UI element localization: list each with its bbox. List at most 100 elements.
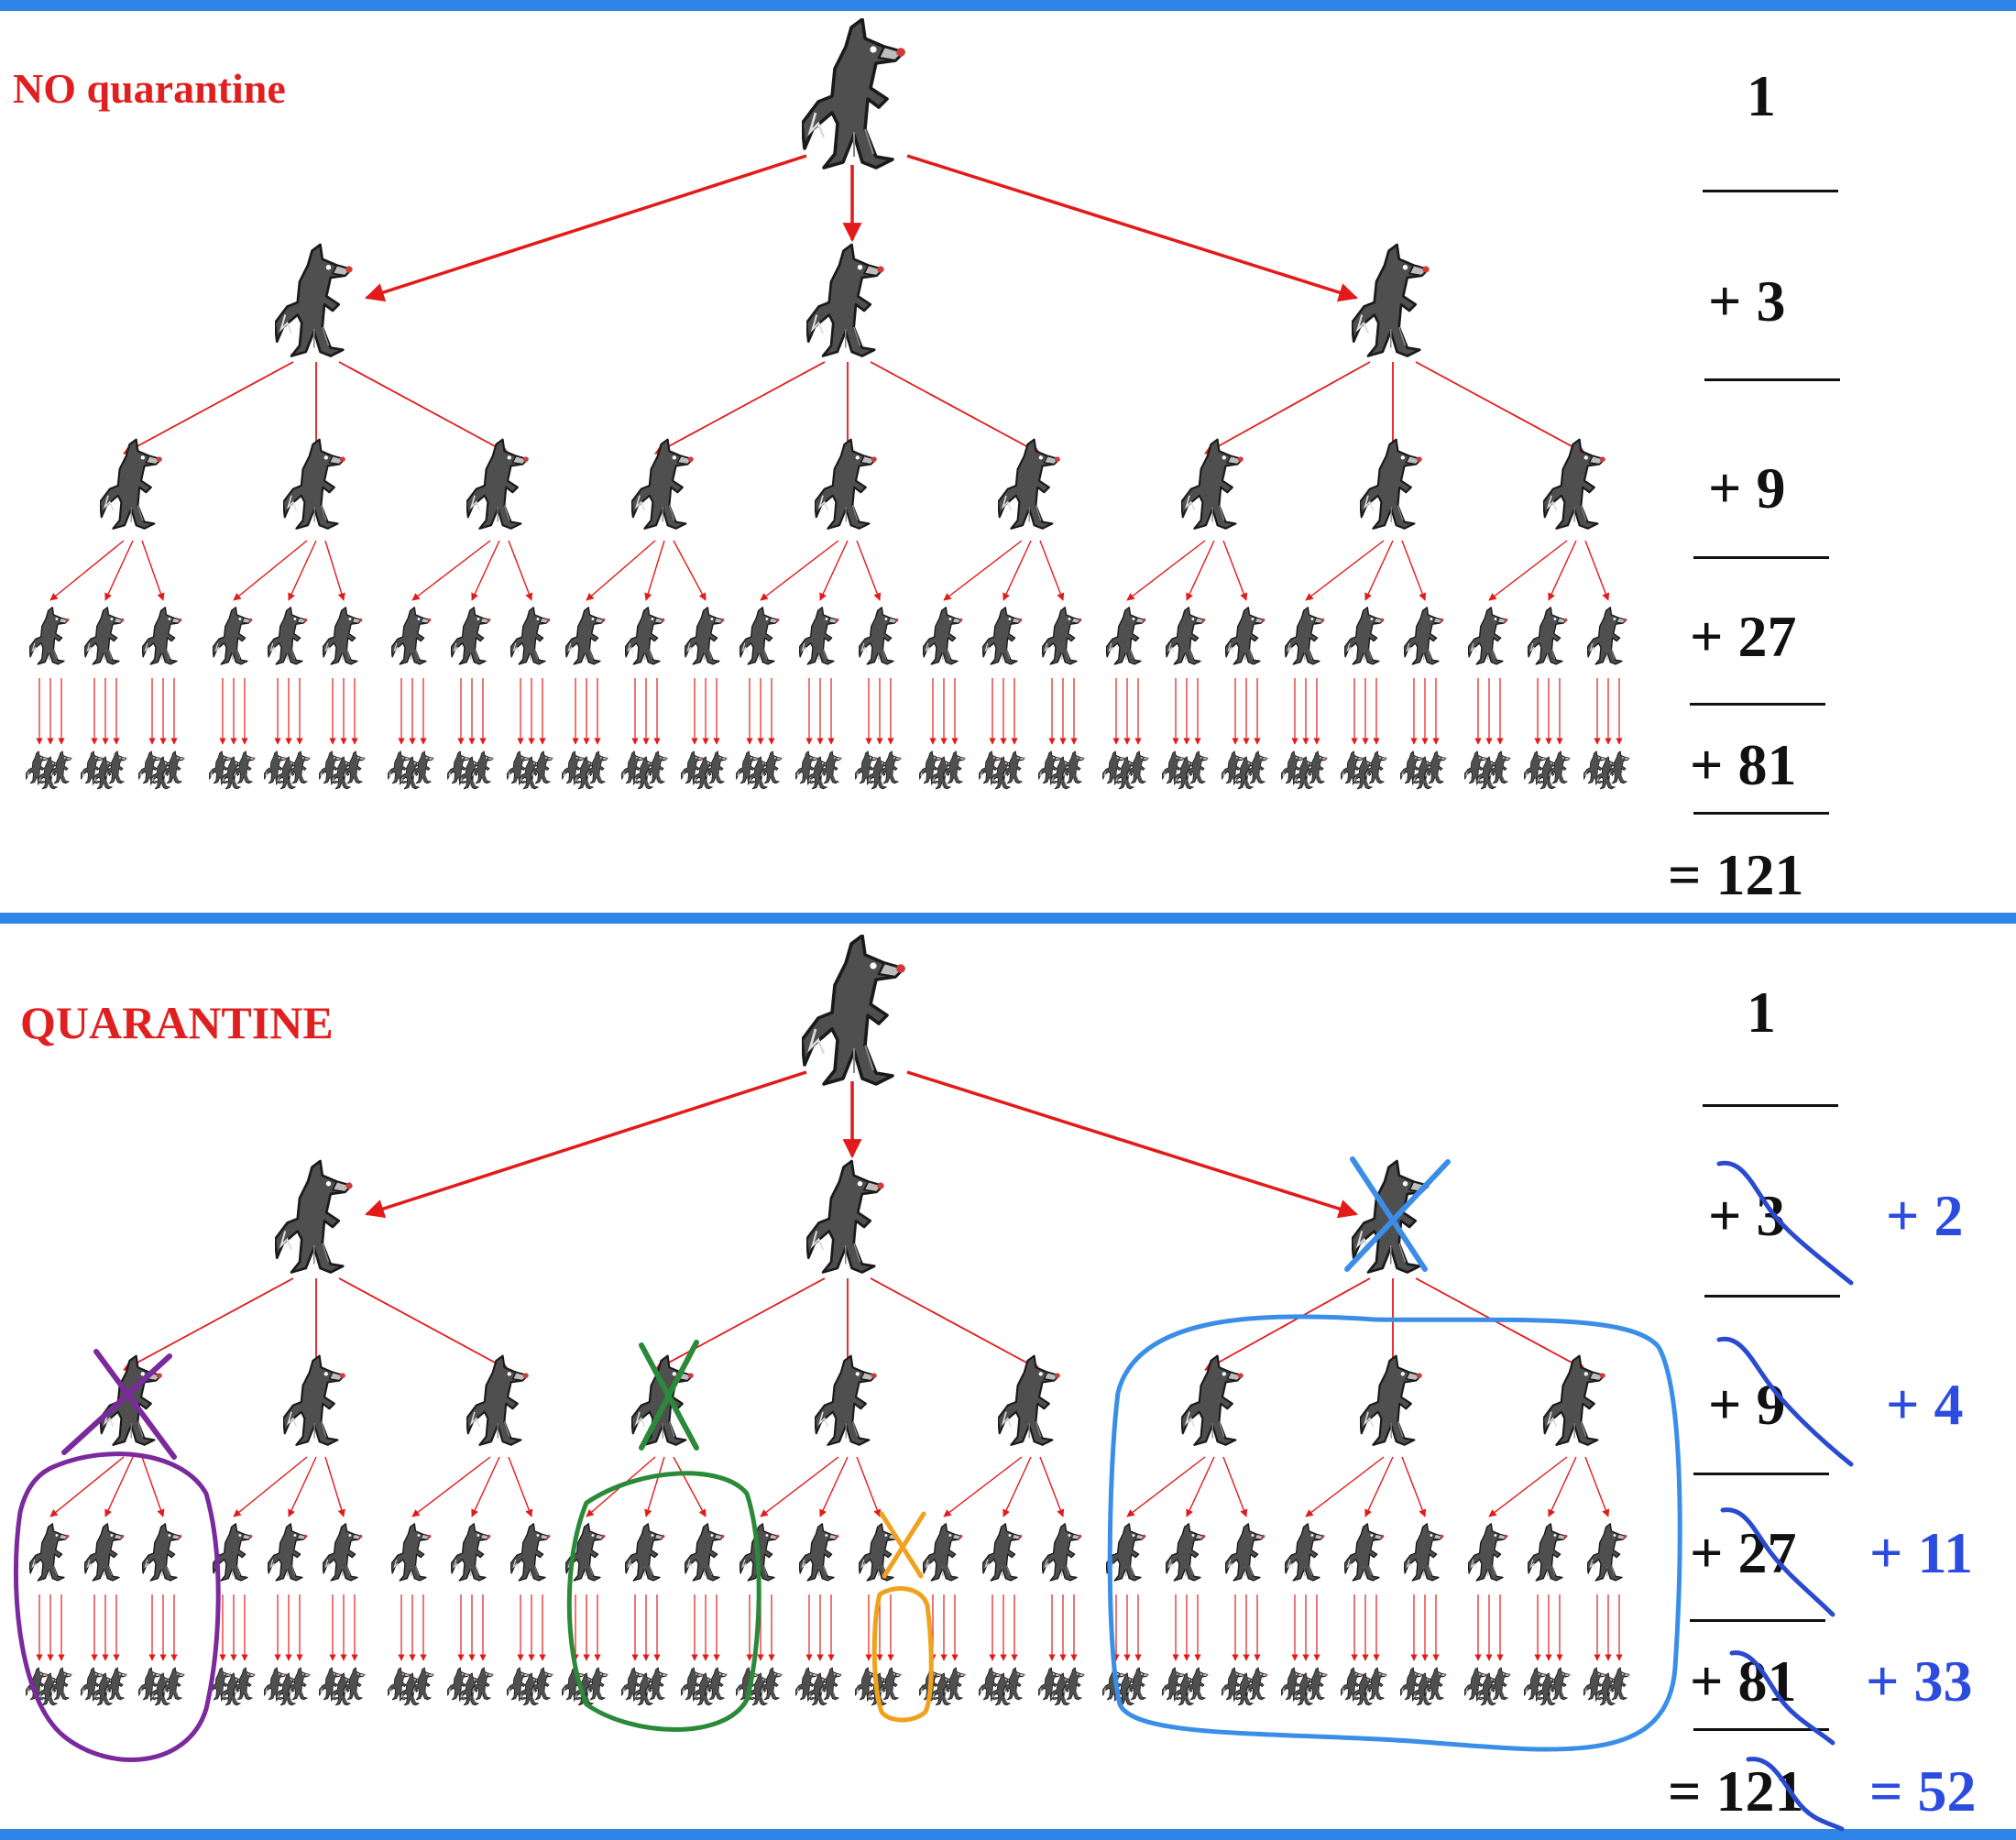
bottom-arrow-l2-3-1 <box>644 1456 665 1517</box>
top-wolf-l3-17 <box>1042 606 1083 665</box>
top-sum-level-5: + 81 <box>1690 732 1797 797</box>
bottom-wolf-l3-19 <box>1166 1522 1207 1582</box>
top-wolf-l3-11 <box>685 606 726 665</box>
top-rule-4 <box>1690 703 1825 706</box>
bottom-arrow-l2-1-2 <box>324 1456 345 1517</box>
top-wolf-l3-20 <box>1225 606 1266 665</box>
top-arrow-l1-2-0 <box>1204 361 1371 455</box>
top-arrow-l2-0-1 <box>104 540 134 601</box>
top-wolf-l2-2 <box>466 438 530 530</box>
bottom-rule-4 <box>1690 1619 1825 1622</box>
bottom-wolf-l3-13 <box>799 1522 840 1582</box>
bottom-wolf-l2-2 <box>466 1354 530 1446</box>
bottom-arrow-l2-3-2 <box>673 1456 707 1517</box>
orange-quarantine-loop <box>871 1586 934 1723</box>
top-arrow-l2-6-2 <box>1222 540 1248 601</box>
bottom-wolf-l1-0 <box>275 1159 355 1274</box>
bottom-wolf-l2-1 <box>283 1354 346 1446</box>
bottom-wolf-l3-24 <box>1468 1522 1509 1582</box>
bottom-arrow-root-3 <box>906 1070 1359 1219</box>
top-arrow-l2-4-2 <box>856 540 882 601</box>
top-arrow-l2-7-0 <box>1305 540 1385 601</box>
top-wolf-root <box>802 18 907 170</box>
bottom-wolf-l2-7 <box>1360 1354 1423 1446</box>
top-wolf-l3-14 <box>859 606 900 665</box>
bottom-wolf-l3-0 <box>29 1522 71 1582</box>
bottom-sum-level-4: + 27 <box>1690 1520 1797 1585</box>
bottom-sum-level-3: + 9 <box>1708 1372 1786 1437</box>
bottom-arrow-l2-2-1 <box>471 1456 500 1517</box>
bottom-border <box>0 1829 2016 1840</box>
bottom-rule-2 <box>1704 1295 1840 1298</box>
top-arrow-l2-7-2 <box>1401 540 1427 601</box>
bottom-wolf-l3-5 <box>323 1522 364 1582</box>
top-arrow-l1-1-0 <box>654 361 826 455</box>
top-arrow-l1-1-2 <box>870 361 1041 455</box>
top-wolf-l3-2 <box>142 606 183 665</box>
top-arrow-l2-1-0 <box>233 540 308 601</box>
top-arrow-l2-6-1 <box>1186 540 1215 601</box>
top-wolf-l3-8 <box>510 606 552 665</box>
top-wolf-l1-2 <box>1352 243 1431 357</box>
bottom-arrow-l2-4-2 <box>856 1456 882 1517</box>
top-rule-3 <box>1693 556 1829 559</box>
top-arrow-l2-4-1 <box>819 540 849 601</box>
top-wolf-l3-18 <box>1106 606 1147 665</box>
top-border <box>0 0 2016 11</box>
bottom-rule-3 <box>1693 1473 1829 1475</box>
bottom-sum-level-1: 1 <box>1747 980 1776 1045</box>
top-arrow-l2-3-1 <box>644 540 665 601</box>
revised-sum-level-3: + 4 <box>1886 1372 1964 1437</box>
bottom-wolf-l3-17 <box>1042 1522 1083 1582</box>
bottom-wolf-l3-4 <box>268 1522 309 1582</box>
bottom-wolf-l2-6 <box>1181 1354 1244 1446</box>
top-wolf-l3-15 <box>923 606 964 665</box>
top-wolf-l1-0 <box>275 243 355 357</box>
bottom-arrow-l2-2-2 <box>508 1456 533 1517</box>
top-arrow-l2-5-1 <box>1003 540 1032 601</box>
bottom-wolf-l3-21 <box>1285 1522 1326 1582</box>
top-wolf-l3-24 <box>1468 606 1509 665</box>
bottom-wolf-l3-8 <box>510 1522 552 1582</box>
top-arrow-l1-0-0 <box>123 361 294 455</box>
top-wolf-l3-25 <box>1528 606 1569 665</box>
bottom-arrow-l2-7-1 <box>1364 1456 1394 1517</box>
top-arrow-l2-8-0 <box>1488 540 1568 601</box>
bottom-arrow-l2-1-0 <box>233 1456 308 1517</box>
bottom-arrow-l2-2-0 <box>411 1456 491 1517</box>
bottom-wolf-l2-8 <box>1543 1354 1606 1446</box>
bottom-arrow-l2-0-1 <box>104 1456 134 1517</box>
bottom-arrow-l2-6-1 <box>1186 1456 1215 1517</box>
bottom-wolf-l3-10 <box>625 1522 666 1582</box>
top-arrow-l2-0-0 <box>49 540 125 601</box>
bottom-wolf-l3-16 <box>982 1522 1024 1582</box>
top-sum-total: = 121 <box>1668 842 1804 907</box>
bottom-sum-level-2: + 3 <box>1708 1183 1786 1248</box>
quarantine-markings <box>13 1156 1682 1762</box>
top-wolf-l2-4 <box>815 438 878 530</box>
bottom-arrow-l1-0-2 <box>338 1277 509 1371</box>
top-arrow-l2-1-2 <box>324 540 345 601</box>
revised-sum-total: = 52 <box>1869 1758 1977 1824</box>
bottom-arrow-l2-5-0 <box>943 1456 1023 1517</box>
orange-cross-a <box>879 1511 924 1579</box>
top-arrow-l2-8-1 <box>1548 540 1577 601</box>
top-wolf-l3-1 <box>84 606 126 665</box>
bottom-rule-1 <box>1703 1104 1838 1107</box>
top-sum-level-3: + 9 <box>1708 455 1786 520</box>
bottom-wolf-root <box>802 935 907 1086</box>
top-arrow-l2-2-1 <box>471 540 500 601</box>
revised-sum-level-4: + 11 <box>1869 1520 1973 1585</box>
top-wolf-l3-0 <box>29 606 71 665</box>
top-wolf-l2-1 <box>283 438 346 530</box>
bottom-wolf-l3-25 <box>1528 1522 1569 1582</box>
bottom-arrow-l2-4-0 <box>760 1456 839 1517</box>
top-rule-2 <box>1704 378 1840 381</box>
bottom-arrow-l2-8-0 <box>1488 1456 1568 1517</box>
top-arrow-root-3 <box>906 154 1359 302</box>
bottom-wolf-l2-4 <box>815 1354 878 1446</box>
bottom-arrow-root-1 <box>365 1070 807 1219</box>
panel-title-quarantine: QUARANTINE <box>20 997 334 1048</box>
bottom-arrow-l2-6-0 <box>1126 1456 1206 1517</box>
